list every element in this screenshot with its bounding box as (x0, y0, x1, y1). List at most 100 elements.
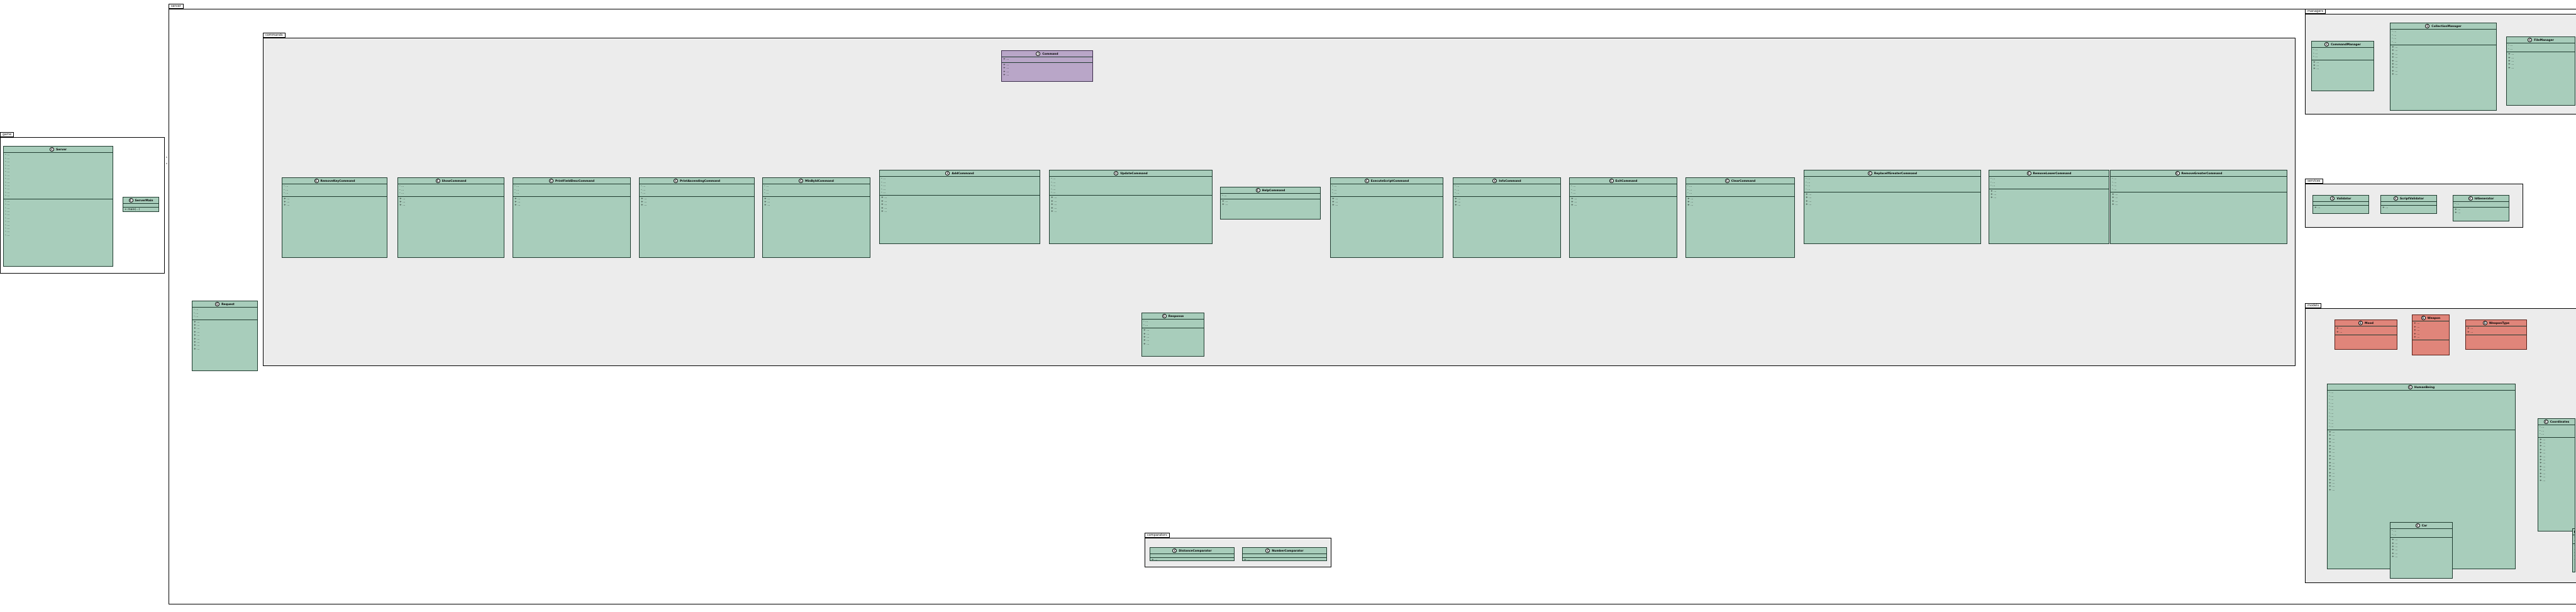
class-methods: + ... (1243, 558, 1326, 560)
method-line: + ... (2508, 66, 2514, 70)
class-attributes: - ...- ...- ... (398, 184, 504, 197)
attribute-line: - ... (2329, 415, 2334, 419)
method-line: + ... (2329, 434, 2335, 438)
attribute-line: - ... (5, 184, 10, 188)
package-label: services (2305, 179, 2323, 184)
attribute-line: - ... (194, 315, 199, 319)
method-line: + ... (2112, 203, 2118, 207)
method-line: + ... (2392, 49, 2398, 53)
method-line: + ... (881, 196, 887, 200)
attribute-line: + ... (2336, 327, 2343, 331)
class-name: ReplaceIfGreaterCommand (1874, 172, 1918, 175)
class-name: Response (1168, 315, 1184, 318)
class-methods (2466, 335, 2526, 338)
class-attributes: - ...- ...- ... (2312, 48, 2373, 60)
attribute-line: - ... (1806, 177, 1811, 181)
method-line: + ... (2392, 555, 2398, 559)
class-attributes (1150, 554, 1234, 559)
attribute-line: + ... (2414, 322, 2420, 326)
class-attributes: - ... (2453, 202, 2509, 208)
class-badge-icon: C (1867, 171, 1872, 175)
attribute-line: - ... (2329, 405, 2334, 409)
method-line: + ... (514, 201, 521, 204)
method-line: + main(...) (125, 208, 140, 212)
attribute-line: - ... (764, 192, 769, 196)
attribute-line: - ... (1332, 185, 1337, 189)
attribute-line: - ... (1051, 191, 1056, 195)
attribute-line: - ... (881, 177, 886, 181)
method-line: - ... (5, 203, 10, 207)
attribute-line: + ... (2414, 336, 2420, 340)
method-line: + ... (2540, 472, 2546, 476)
class-attributes (2313, 202, 2368, 206)
class-attributes: - ...- ...- ... (763, 184, 870, 197)
method-line: + ... (1332, 197, 1338, 201)
method-line: + ... (2540, 445, 2546, 448)
method-line: + ... (2329, 471, 2335, 475)
class-badge-icon: C (50, 147, 55, 152)
method-line: + ... (1051, 206, 1057, 210)
class-methods: + ...+ ...+ ...+ ...+ ... (880, 196, 1040, 214)
attribute-line: - ... (1571, 185, 1576, 189)
method-line: + ... (1687, 204, 1694, 208)
method-line: + ... (1455, 201, 1461, 204)
method-line: + ... (2112, 199, 2118, 203)
attribute-line: + ... (2414, 329, 2420, 333)
method-line: + ... (194, 347, 200, 351)
attribute-line: - ... (2392, 533, 2397, 537)
attribute-line: - ... (2392, 530, 2397, 533)
package-label: server (169, 4, 184, 9)
class-attributes: - ...- ...- ...- ... (1804, 177, 1980, 193)
class-name: RemoveKeyCommand (320, 180, 355, 183)
class-position[interactable]: CPosition- ...- ...+ ...+ ...+ ...+ ...+… (2572, 528, 2575, 572)
method-line: + ... (2392, 56, 2398, 60)
method-line: + ... (2392, 545, 2398, 549)
class-methods: + ...+ ...+ ... (513, 197, 630, 208)
attribute-line: - ... (5, 187, 10, 191)
package-label: models (2305, 303, 2322, 308)
class-methods: + ...+ ...+ ... (1453, 197, 1560, 208)
method-line: - ... (5, 226, 10, 230)
method-line: + ... (1051, 199, 1057, 203)
